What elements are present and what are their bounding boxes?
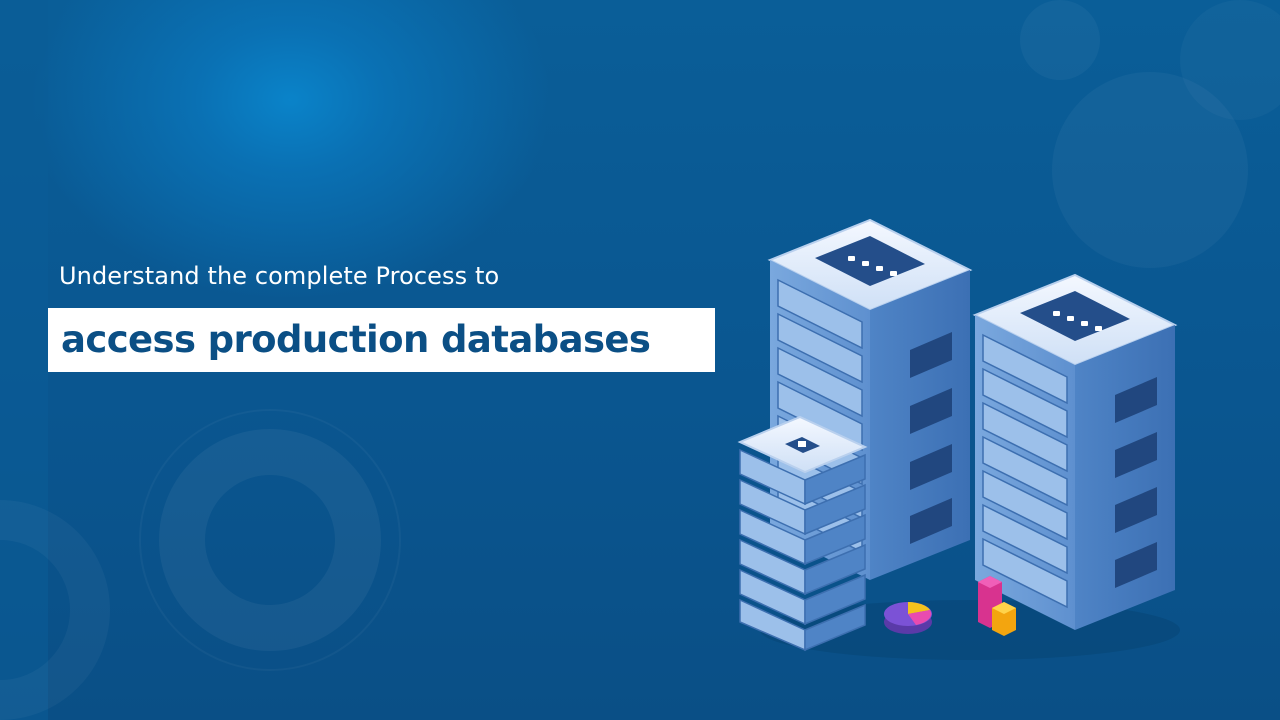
server-stack-icon xyxy=(737,415,868,652)
headline-line-1: Understand the complete Process to xyxy=(59,262,500,290)
server-rack-icon xyxy=(972,273,1178,630)
pie-chart-icon xyxy=(884,602,932,634)
headline-box xyxy=(48,308,715,372)
left-strip xyxy=(0,0,48,720)
server-illustration xyxy=(737,218,1180,660)
bar-chart-icon xyxy=(978,576,1016,636)
headline-line-2: access production databases xyxy=(61,318,651,361)
